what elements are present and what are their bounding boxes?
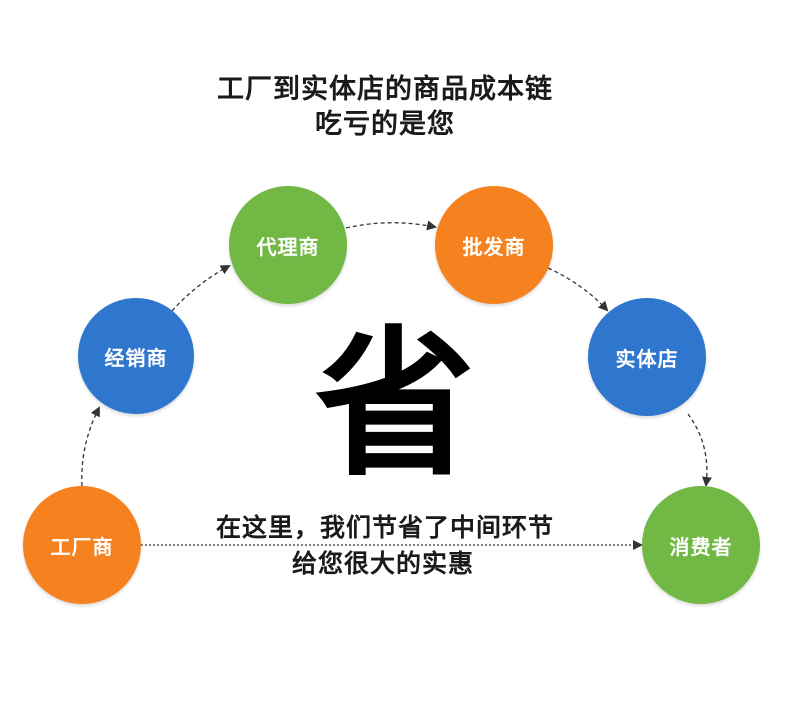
slogan-line-2: 给您很大的实惠 — [291, 549, 474, 578]
node-wholesaler: 批发商 — [435, 186, 553, 304]
node-retail: 实体店 — [588, 298, 706, 416]
arrow-agent-to-wholesaler — [345, 220, 437, 231]
arrow-factory-to-distributor — [81, 406, 100, 487]
arrow-wholesaler-to-retail — [547, 267, 609, 312]
node-distributor: 经销商 — [78, 298, 194, 414]
node-consumer-label: 消费者 — [669, 534, 733, 559]
title-line-1: 工厂到实体店的商品成本链 — [217, 74, 553, 105]
node-factory-label: 工厂商 — [50, 534, 114, 559]
node-distributor-label: 经销商 — [104, 345, 168, 370]
title-line-2: 吃亏的是您 — [315, 109, 455, 140]
node-factory: 工厂商 — [23, 486, 141, 604]
arrow-distributor-to-agent — [171, 265, 231, 312]
save-character: 省 — [314, 311, 475, 498]
node-agent: 代理商 — [229, 186, 347, 304]
node-retail-label: 实体店 — [615, 346, 679, 371]
node-agent-label: 代理商 — [256, 234, 320, 259]
node-consumer: 消费者 — [642, 486, 760, 604]
arrow-retail-to-consumer — [687, 413, 712, 487]
node-wholesaler-label: 批发商 — [462, 234, 526, 259]
slogan-line-1: 在这里，我们节省了中间环节 — [215, 513, 554, 542]
